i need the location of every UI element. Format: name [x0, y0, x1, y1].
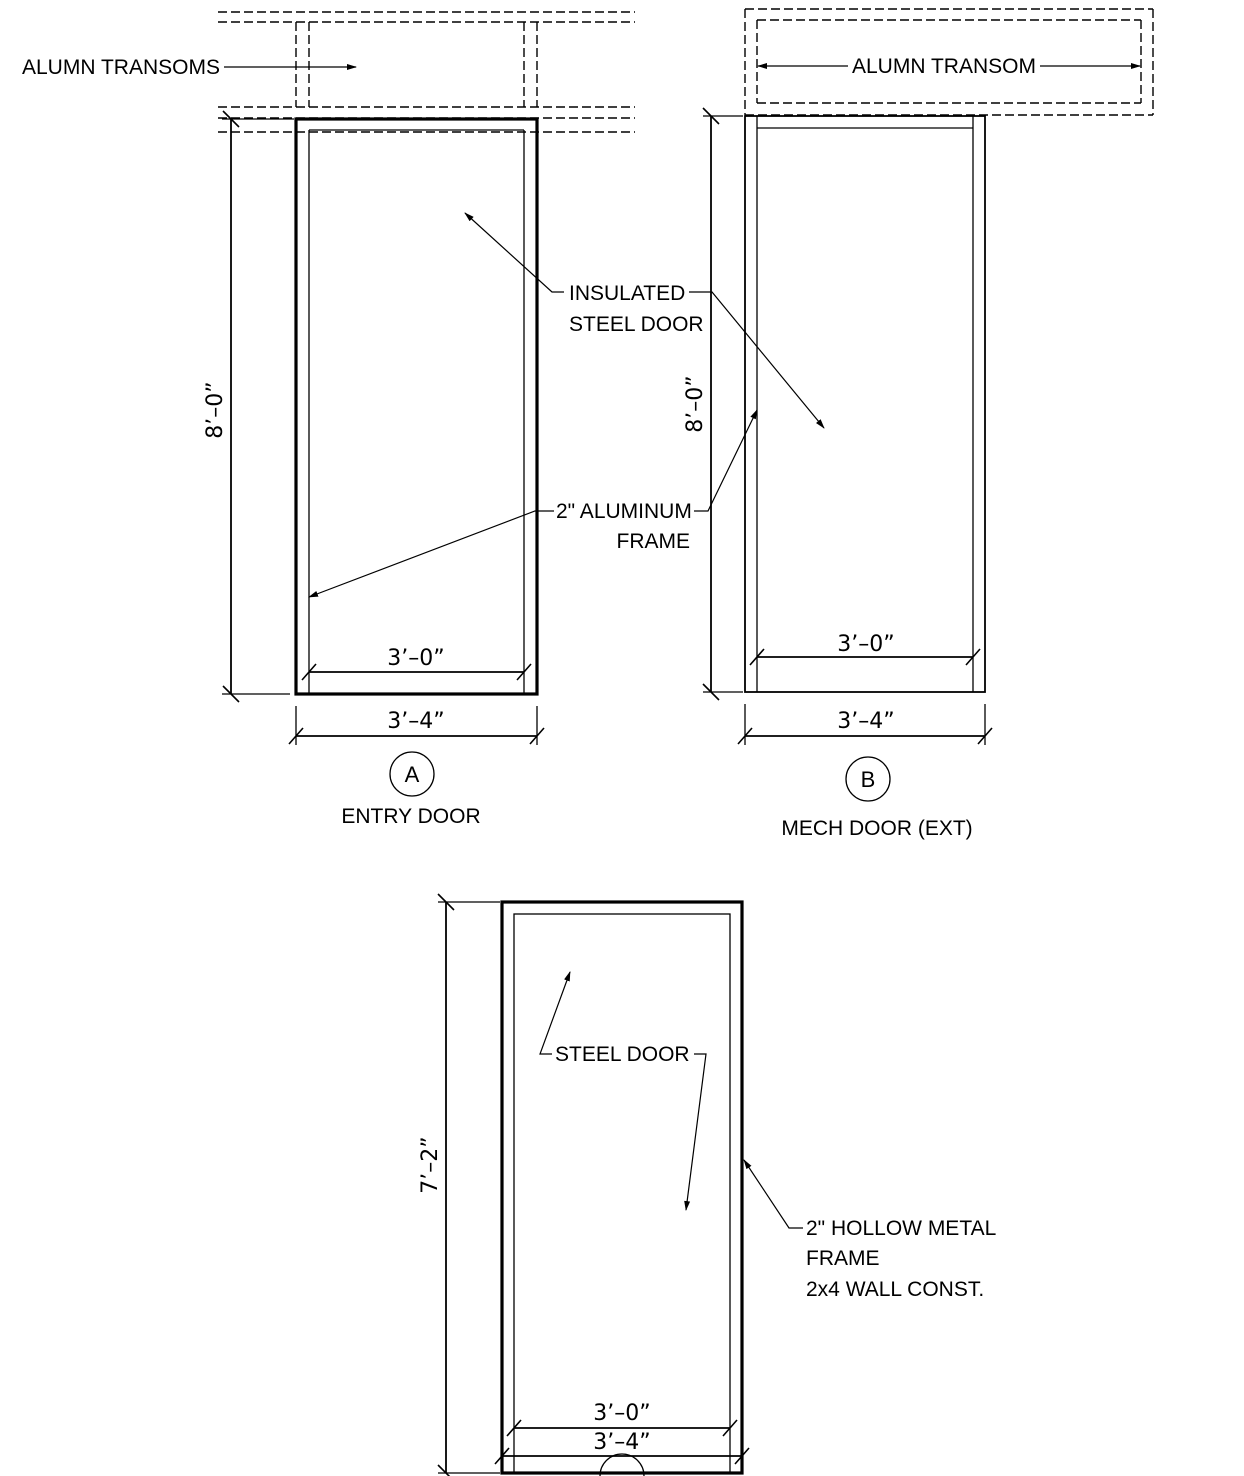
- door-a-outer-frame: [294, 117, 539, 696]
- door-a-elevation: 8’–0” 3’–0” 3’–4” A ENTRY DOOR: [203, 11, 635, 828]
- door-a-inner-width-dim: 3’–0”: [387, 646, 444, 671]
- door-c-outer-width-dim: 3’–4”: [593, 1430, 650, 1455]
- aluminum-label-line2: FRAME: [617, 530, 691, 553]
- door-b-transom: [744, 8, 1154, 116]
- door-c-inner-width-dim: 3’–0”: [593, 1401, 650, 1426]
- door-b-tag-letter: B: [861, 767, 876, 792]
- door-b-outer-width-dim: 3’–4”: [837, 709, 894, 734]
- door-b-elevation: 8’–0” 3’–0” 3’–4” B MECH DOOR (EXT): [683, 8, 1154, 840]
- insulated-label-line1: INSULATED: [569, 282, 685, 305]
- door-b-outer-frame: [744, 115, 986, 693]
- aluminum-frame-callout: 2" ALUMINUM FRAME: [308, 409, 758, 598]
- door-c-tag-bubble: [599, 1453, 645, 1476]
- door-a-transoms: [218, 11, 635, 133]
- door-c-elevation: 7’–2” 3’–0” 3’–4”: [418, 893, 750, 1476]
- insulated-label-line2: STEEL DOOR: [569, 313, 704, 336]
- hollow-metal-label-line3: 2x4 WALL CONST.: [806, 1278, 984, 1301]
- door-b-inner-width-dim: 3’–0”: [837, 632, 894, 657]
- door-c-outer-frame: [500, 900, 744, 1475]
- insulated-steel-door-callout: INSULATED STEEL DOOR: [464, 212, 825, 429]
- door-a-tag-bubble: [389, 751, 435, 797]
- hollow-metal-frame-callout: 2" HOLLOW METAL FRAME 2x4 WALL CONST.: [743, 1159, 996, 1301]
- door-c-height-dim: 7’–2”: [418, 1136, 443, 1193]
- steel-door-callout: STEEL DOOR: [539, 971, 707, 1211]
- hollow-metal-label-line1: 2" HOLLOW METAL: [806, 1217, 996, 1240]
- aluminum-label-line1: 2" ALUMINUM: [556, 500, 692, 523]
- door-b-height-dim: 8’–0”: [683, 375, 708, 432]
- door-a-title: ENTRY DOOR: [341, 805, 480, 828]
- steel-door-label: STEEL DOOR: [555, 1043, 690, 1066]
- door-b-tag-bubble: [845, 756, 891, 802]
- hollow-metal-label-line2: FRAME: [806, 1247, 880, 1270]
- door-a-tag-letter: A: [405, 762, 420, 787]
- alumn-transoms-label: ALUMN TRANSOMS: [22, 56, 220, 79]
- door-a-height-dim: 8’–0”: [203, 381, 228, 438]
- door-b-title: MECH DOOR (EXT): [781, 817, 972, 840]
- alumn-transom-label: ALUMN TRANSOM: [852, 55, 1036, 78]
- door-a-outer-width-dim: 3’–4”: [387, 709, 444, 734]
